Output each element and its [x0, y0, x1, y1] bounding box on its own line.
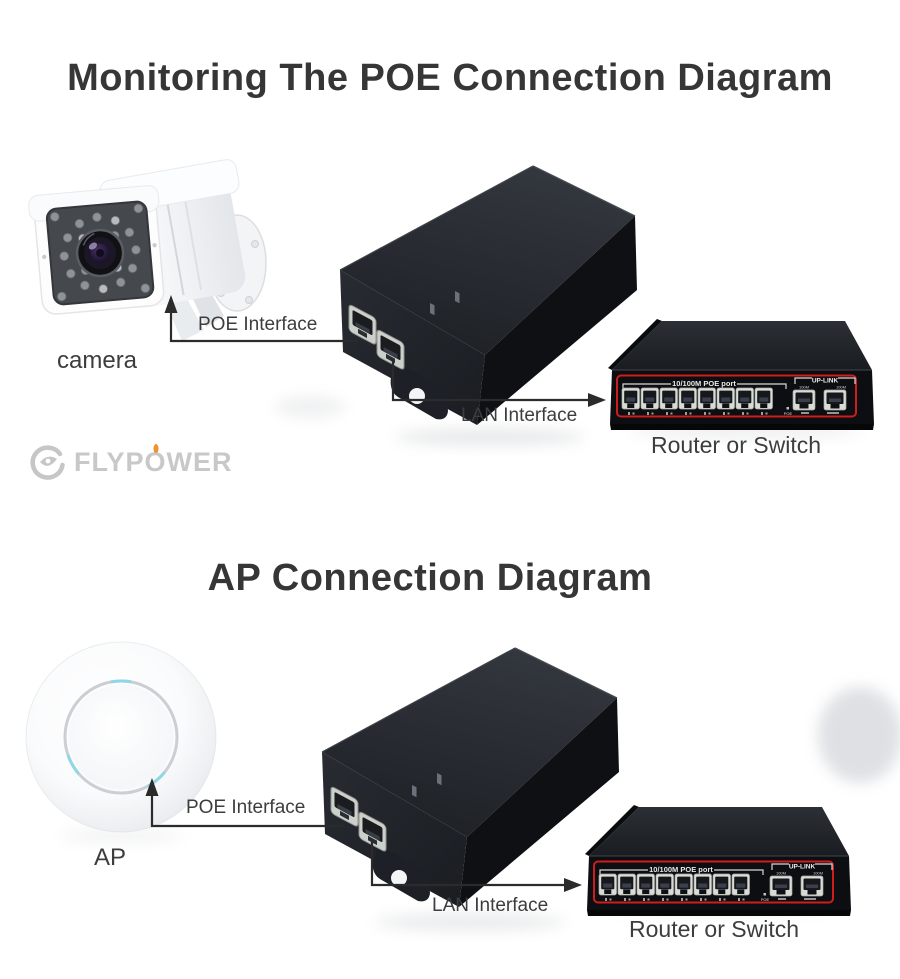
ap-device — [25, 641, 217, 833]
camera-label: camera — [57, 347, 138, 374]
arrowheads — [145, 295, 606, 892]
lan-interface-label-ap: LAN Interface — [432, 895, 549, 916]
ap-ring-accents — [66, 679, 166, 787]
camera-lens — [75, 228, 125, 278]
poe-interface-label-ap: POE Interface — [186, 797, 306, 818]
lan-interface-label-monitoring: LAN Interface — [461, 405, 578, 426]
arrow-up-camera — [164, 295, 178, 313]
poe-line-ap — [150, 794, 344, 828]
brand-prefix: FLYP — [74, 446, 145, 477]
arrow-right-switch-2 — [564, 878, 582, 892]
lan-line-ap — [370, 842, 564, 887]
connection-lines — [150, 311, 588, 887]
arrow-up-ap — [145, 778, 159, 796]
poe-line-monitoring — [169, 311, 357, 343]
section-title-ap: AP Connection Diagram — [207, 557, 653, 600]
poe-interface-label-monitoring: POE Interface — [198, 314, 318, 335]
router-or-switch-label-ap: Router or Switch — [629, 916, 800, 942]
brand-o-with-flame: O — [144, 446, 167, 477]
flypower-swirl-icon — [30, 445, 65, 480]
brand-suffix: WER — [166, 446, 233, 477]
camera-device — [28, 159, 267, 341]
section-title-monitoring: Monitoring The POE Connection Diagram — [67, 57, 833, 100]
arrow-right-switch-1 — [588, 393, 606, 407]
lan-line-monitoring — [391, 359, 588, 402]
router-or-switch-label-monitoring: Router or Switch — [651, 432, 822, 458]
ap-label: AP — [94, 844, 127, 871]
camera-front — [28, 185, 165, 315]
